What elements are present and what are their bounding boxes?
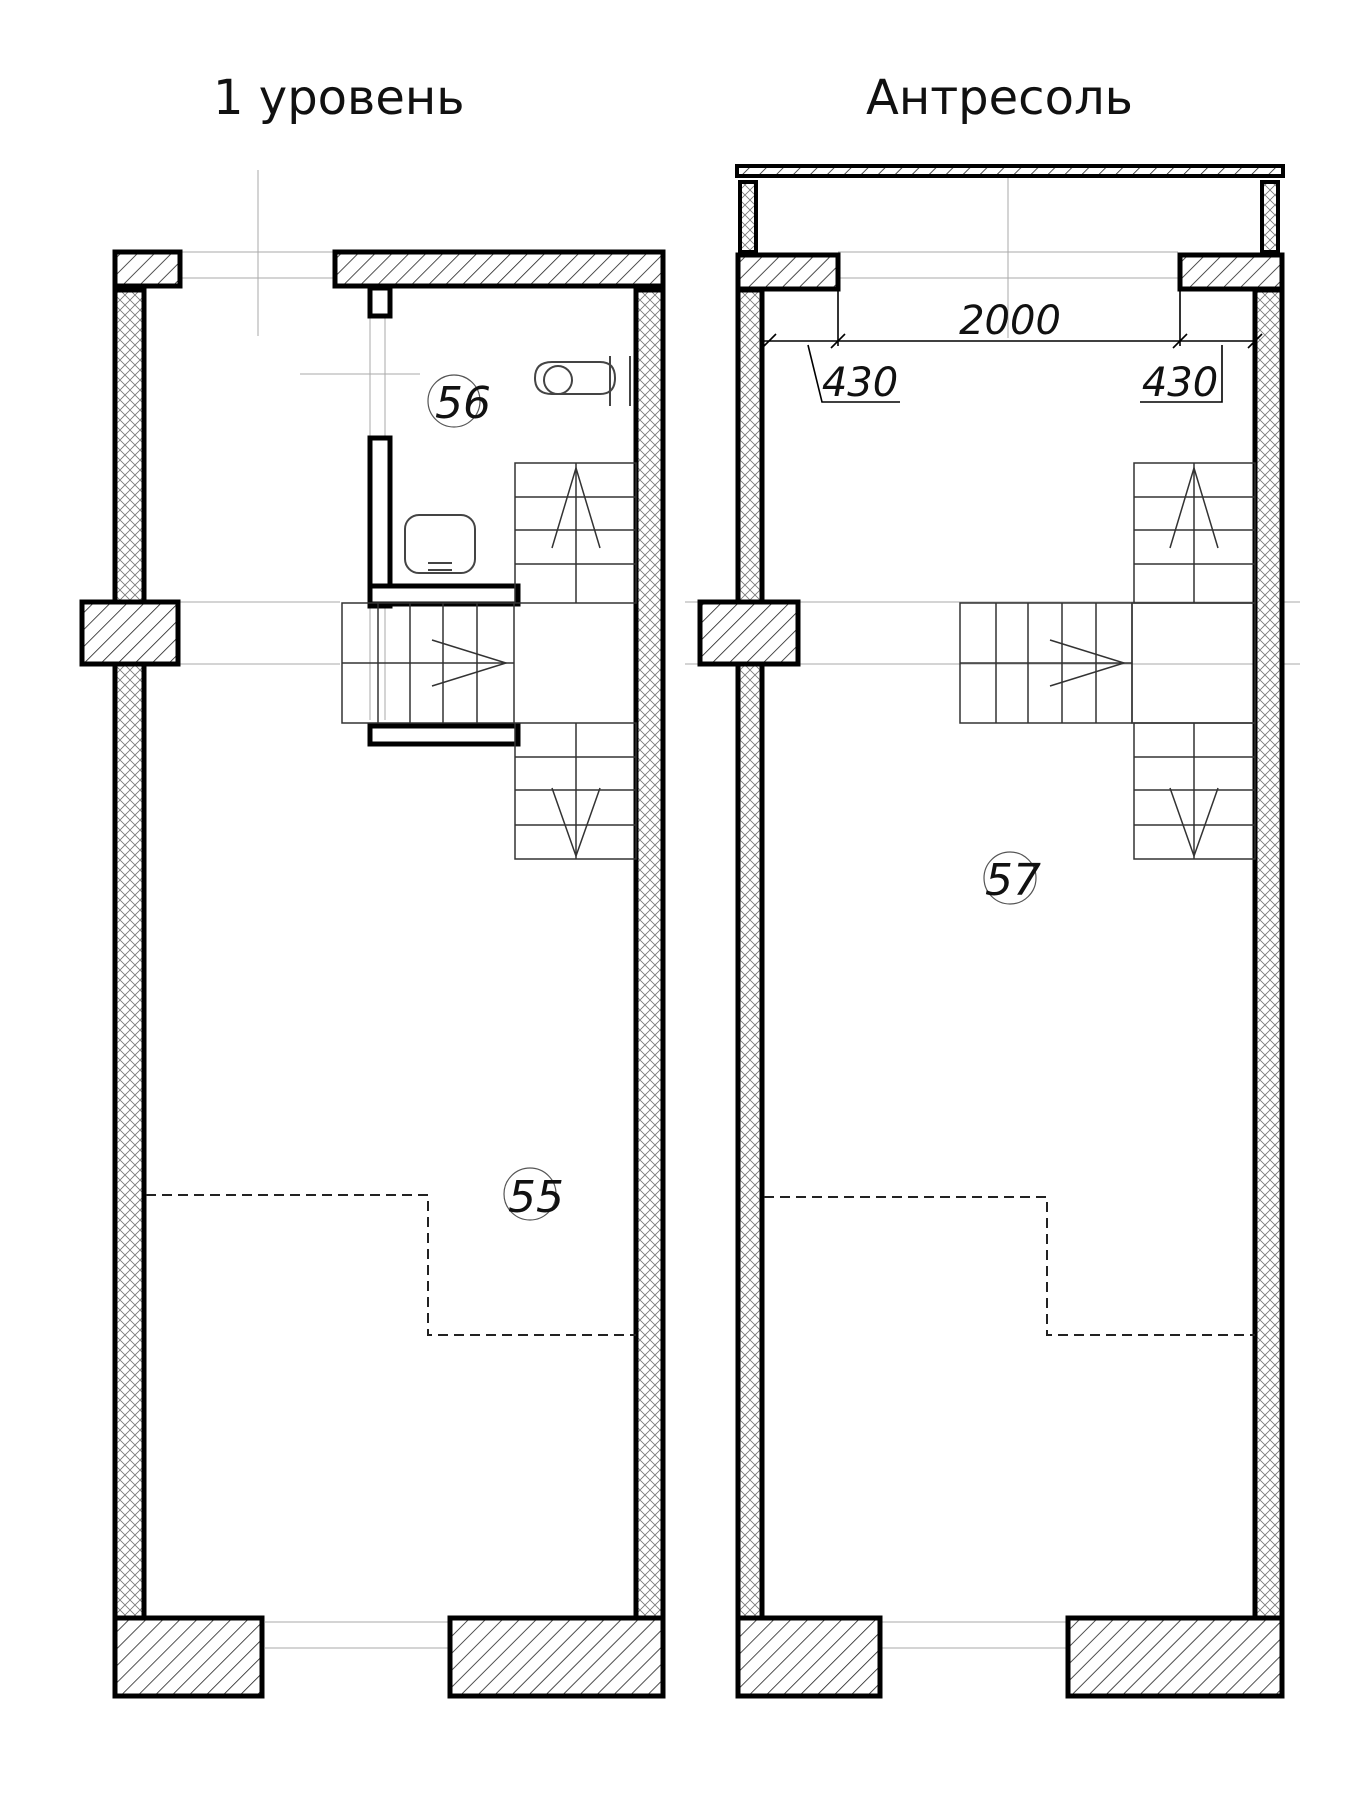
svg-text:55: 55 bbox=[508, 1172, 564, 1223]
wall-bottom-left bbox=[112, 1615, 265, 1699]
plan-title-level-1: 1 уровень bbox=[213, 70, 465, 126]
toilet-icon bbox=[533, 356, 631, 406]
wall-left bbox=[112, 287, 147, 1623]
balcony-post-left bbox=[738, 180, 758, 254]
dashed-outline-57 bbox=[764, 1196, 1255, 1336]
wall-top-left bbox=[112, 249, 183, 289]
wall-top-right bbox=[332, 249, 666, 289]
dashed-outline-55 bbox=[146, 1194, 636, 1336]
axis-lines bbox=[180, 170, 450, 1649]
sink-icon bbox=[404, 514, 476, 574]
room-label-56: 56 bbox=[427, 374, 491, 429]
wall-top-left-mezzanine bbox=[735, 252, 841, 292]
room-label-57: 57 bbox=[983, 851, 1041, 906]
dimension-total: 2000 bbox=[959, 298, 1061, 344]
wall-left-mezzanine bbox=[735, 287, 765, 1623]
svg-text:57: 57 bbox=[985, 855, 1041, 906]
balcony-post-right bbox=[1260, 180, 1280, 254]
dimension-right: 430 bbox=[1142, 360, 1218, 406]
column-left-mezzanine bbox=[697, 599, 801, 667]
dimension-left: 430 bbox=[822, 360, 898, 406]
stair-flight-down bbox=[514, 722, 637, 860]
svg-text:56: 56 bbox=[435, 378, 491, 429]
balcony-top bbox=[735, 164, 1285, 178]
dimension-line bbox=[761, 290, 1263, 403]
stair-flight-down-mezzanine bbox=[1133, 722, 1256, 860]
wall-top-right-mezzanine bbox=[1177, 252, 1285, 292]
wall-bottom-right bbox=[447, 1615, 666, 1699]
wall-bottom-right-mezzanine bbox=[1065, 1615, 1285, 1699]
stair-flight-middle-mezzanine bbox=[959, 602, 1256, 724]
plan-level-1: 56 55 bbox=[79, 170, 666, 1699]
partition-walls bbox=[367, 285, 521, 747]
plan-title-mezzanine: Антресоль bbox=[866, 70, 1133, 126]
room-label-55: 55 bbox=[503, 1167, 564, 1223]
plan-mezzanine: 2000 430 430 bbox=[685, 164, 1300, 1699]
stair-flight-middle bbox=[341, 602, 515, 724]
wall-bottom-left-mezzanine bbox=[735, 1615, 883, 1699]
wall-right-mezzanine bbox=[1252, 287, 1285, 1623]
wall-right bbox=[633, 287, 666, 1623]
stair-flight-up-mezzanine bbox=[1133, 462, 1256, 604]
column-left bbox=[79, 599, 181, 667]
stair-flight-up bbox=[514, 462, 637, 604]
